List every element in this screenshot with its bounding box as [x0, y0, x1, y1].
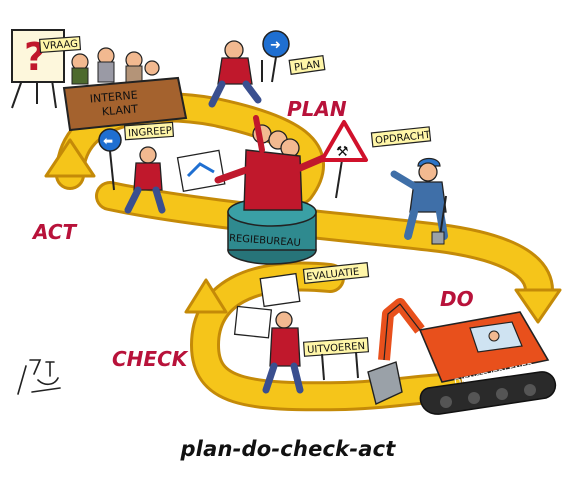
arrow-left-icon: ⬅ — [103, 134, 113, 148]
plan-sign-label: PLAN — [294, 59, 321, 74]
regiebureau-pedestal: REGIEBUREAU — [227, 197, 317, 265]
stage-label-check: CHECK — [112, 347, 189, 371]
plan-figure: ➜ PLAN — [208, 30, 326, 108]
interne-klant-desk: INTERNE KLANT — [62, 47, 188, 132]
arrow-right-icon: ➜ — [270, 38, 281, 53]
stage-label-do: DO — [440, 287, 474, 311]
worker-figure — [390, 157, 448, 245]
check-figure: EVALUATIE UITVOEREN — [233, 262, 370, 394]
vraag-flipchart: ? VRAAG — [11, 29, 82, 109]
uitvoeren-sign-label: UITVOEREN — [307, 341, 366, 356]
central-figures: ⚒ OPDRACHT — [176, 115, 432, 211]
klant-label: KLANT — [101, 102, 138, 118]
ingreep-figure: ⬅ INGREEP — [98, 121, 175, 214]
caption: plan-do-check-act — [180, 437, 396, 461]
regiebureau-label: REGIEBUREAU — [229, 233, 301, 249]
stage-label-act: ACT — [31, 220, 78, 244]
artist-signature — [17, 359, 61, 395]
ingreep-sign-label: INGREEP — [128, 125, 172, 139]
stage-label-plan: PLAN — [287, 97, 347, 121]
excavator: DIENSTVERLENER — [367, 298, 557, 415]
vraag-label: VRAAG — [43, 39, 79, 52]
roadworks-icon: ⚒ — [336, 144, 349, 160]
interne-label: INTERNE — [89, 88, 138, 105]
